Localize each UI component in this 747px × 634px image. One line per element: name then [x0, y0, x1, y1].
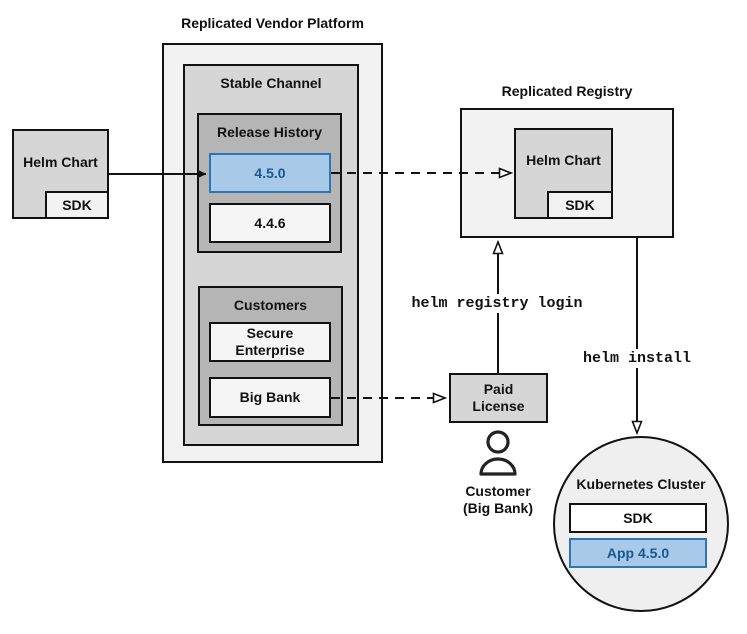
stable-channel-title: Stable Channel — [220, 75, 322, 91]
kubernetes-app-box: App 4.5.0 — [569, 538, 707, 568]
release-version-450-label: 4.5.0 — [254, 164, 286, 181]
customer-big-bank-label: Big Bank — [239, 389, 301, 405]
customer-caption-line2: (Big Bank) — [463, 500, 533, 516]
helm-registry-login-command: helm registry login — [402, 294, 592, 313]
person-icon — [479, 430, 517, 476]
release-version-450: 4.5.0 — [209, 153, 331, 193]
customer-caption: Customer (Big Bank) — [438, 483, 558, 517]
vendor-platform-title: Replicated Vendor Platform — [181, 15, 364, 31]
customer-secure-enterprise-label: Secure Enterprise — [235, 325, 305, 358]
customers-title: Customers — [233, 297, 308, 313]
source-sdk-label: SDK — [62, 196, 92, 213]
paid-license-box: Paid License — [449, 373, 548, 423]
paid-license-label: Paid License — [472, 381, 525, 414]
source-sdk-box: SDK — [45, 191, 109, 219]
kubernetes-sdk-label: SDK — [623, 509, 653, 526]
registry-title: Replicated Registry — [501, 83, 633, 99]
customer-secure-enterprise: Secure Enterprise — [209, 322, 331, 362]
customer-big-bank: Big Bank — [209, 377, 331, 418]
source-helm-chart-label: Helm Chart — [23, 153, 98, 170]
release-version-446-label: 4.4.6 — [254, 214, 286, 231]
registry-sdk-box: SDK — [547, 191, 613, 219]
kubernetes-app-label: App 4.5.0 — [606, 544, 670, 561]
registry-helm-chart-label: Helm Chart — [526, 152, 601, 168]
kubernetes-cluster-title: Kubernetes Cluster — [576, 476, 706, 492]
release-version-446: 4.4.6 — [209, 203, 331, 243]
release-history-title: Release History — [216, 124, 323, 140]
registry-sdk-label: SDK — [565, 196, 595, 213]
helm-install-command: helm install — [570, 349, 704, 368]
customer-caption-line1: Customer — [465, 483, 531, 499]
kubernetes-sdk-box: SDK — [569, 503, 707, 533]
